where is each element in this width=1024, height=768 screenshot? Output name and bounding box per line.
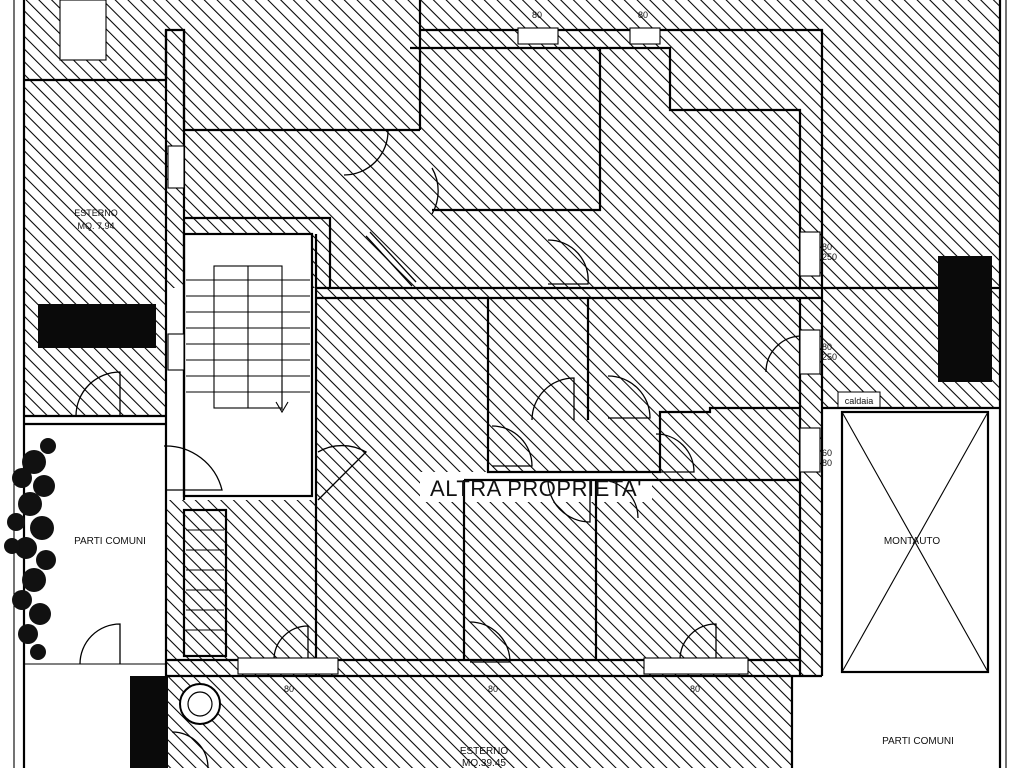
esterno-top-label: ESTERNO (74, 208, 118, 218)
dim-60-80-top: 60 (822, 448, 832, 458)
dim-bottom-1: 80 (284, 684, 294, 694)
montauto-label: MONTAUTO (884, 536, 941, 547)
round-fixture (179, 683, 221, 725)
esterno-bottom-area: MQ.39.45 (462, 758, 506, 768)
block-right (938, 256, 992, 382)
labels: ALTRA PROPRIETA' PARTI COMUNI PARTI COMU… (74, 208, 954, 768)
hatch-bottom-esterno (166, 676, 792, 768)
dim-top-1: 80 (532, 10, 542, 20)
dim-80-250-a-top: 80 (822, 242, 832, 252)
esterno-top-area: MQ. 7.94 (77, 221, 114, 231)
doors (75, 129, 801, 768)
dim-80-250-a-bot: 250 (822, 252, 837, 262)
dim-60-80-bot: 80 (822, 458, 832, 468)
white-areas (24, 234, 1000, 768)
dim-80-250-b-bot: 250 (822, 352, 837, 362)
block-left (38, 304, 156, 348)
parti-comuni-right-label: PARTI COMUNI (882, 736, 954, 747)
montauto-area (822, 408, 1000, 768)
stairs (186, 265, 310, 631)
hatch-left-esterno (24, 80, 166, 416)
altra-proprieta-label: ALTRA PROPRIETA' (430, 476, 642, 501)
dim-top-2: 80 (638, 10, 648, 20)
parti-comuni-left-label: PARTI COMUNI (74, 536, 146, 547)
dim-bottom-3: 80 (690, 684, 700, 694)
dim-bottom-2: 80 (488, 684, 498, 694)
esterno-bottom-label: ESTERNO (460, 746, 509, 757)
solid-blocks (38, 256, 992, 768)
window-marks (59, 0, 821, 675)
dimension-labels: 80 250 80 250 60 80 80 80 80 80 80 (284, 10, 837, 694)
tree-symbol (4, 438, 56, 660)
montauto-shaft (840, 410, 990, 674)
walls (13, 0, 1007, 768)
caldaia-label: caldaia (845, 396, 874, 406)
hatch-lower-left (166, 500, 316, 676)
block-bottom (130, 676, 168, 768)
label-knockout (420, 472, 652, 502)
dim-80-250-b-top: 80 (822, 342, 832, 352)
